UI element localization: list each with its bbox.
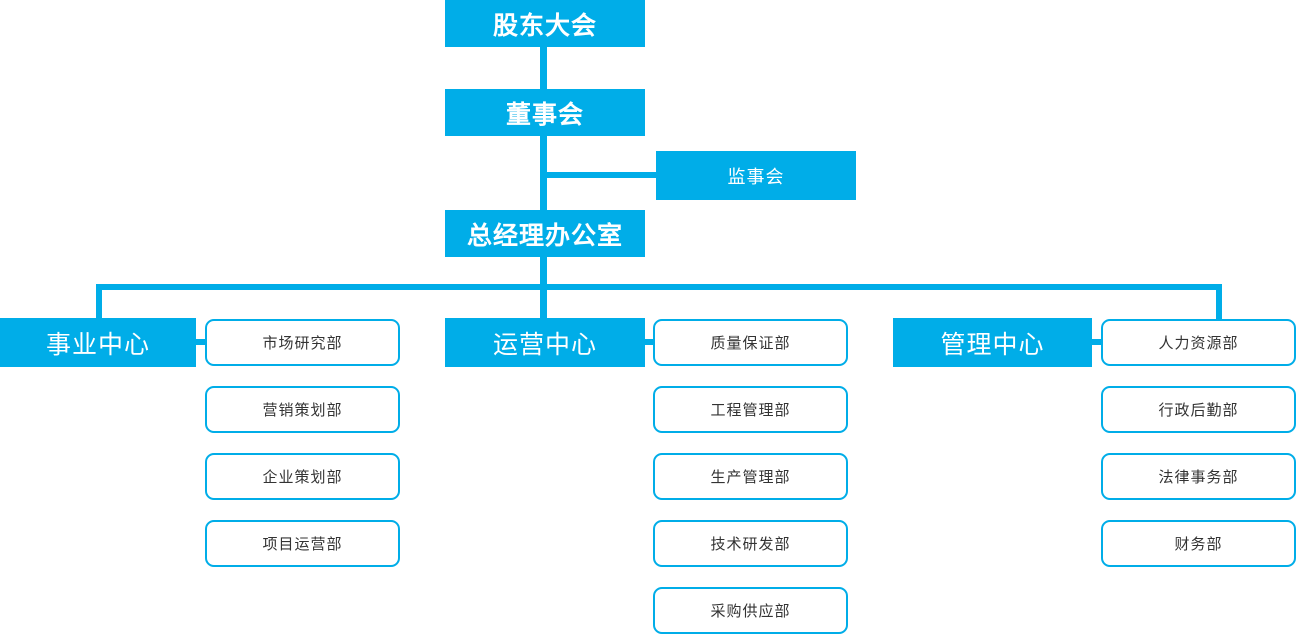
node-board-of-supervisors[interactable]: 监事会 [656,151,856,200]
node-gm-office[interactable]: 总经理办公室 [445,210,645,257]
connector-business-to-dept [194,339,207,345]
connector-shareholders-to-board [540,47,547,89]
dept-box-management-1[interactable]: 行政后勤部 [1101,386,1296,433]
connector-bus-to-business-center [96,284,102,320]
connector-horizontal-bus [96,284,1222,290]
node-business-center[interactable]: 事业中心 [0,318,196,367]
dept-box-business-2[interactable]: 企业策划部 [205,453,400,500]
dept-box-operations-0[interactable]: 质量保证部 [653,319,848,366]
node-management-center[interactable]: 管理中心 [893,318,1092,367]
dept-box-business-0[interactable]: 市场研究部 [205,319,400,366]
dept-box-operations-1[interactable]: 工程管理部 [653,386,848,433]
connector-bus-to-management-center [1216,284,1222,320]
connector-management-to-dept [1090,339,1103,345]
dept-box-management-3[interactable]: 财务部 [1101,520,1296,567]
dept-box-management-2[interactable]: 法律事务部 [1101,453,1296,500]
dept-box-operations-3[interactable]: 技术研发部 [653,520,848,567]
node-shareholders-meeting[interactable]: 股东大会 [445,0,645,47]
connector-board-to-supervisors [540,172,660,178]
node-board-of-directors[interactable]: 董事会 [445,89,645,136]
dept-box-operations-4[interactable]: 采购供应部 [653,587,848,634]
dept-box-business-3[interactable]: 项目运营部 [205,520,400,567]
dept-box-management-0[interactable]: 人力资源部 [1101,319,1296,366]
dept-box-operations-2[interactable]: 生产管理部 [653,453,848,500]
dept-box-business-1[interactable]: 营销策划部 [205,386,400,433]
connector-operations-to-dept [643,339,656,345]
node-operations-center[interactable]: 运营中心 [445,318,645,367]
